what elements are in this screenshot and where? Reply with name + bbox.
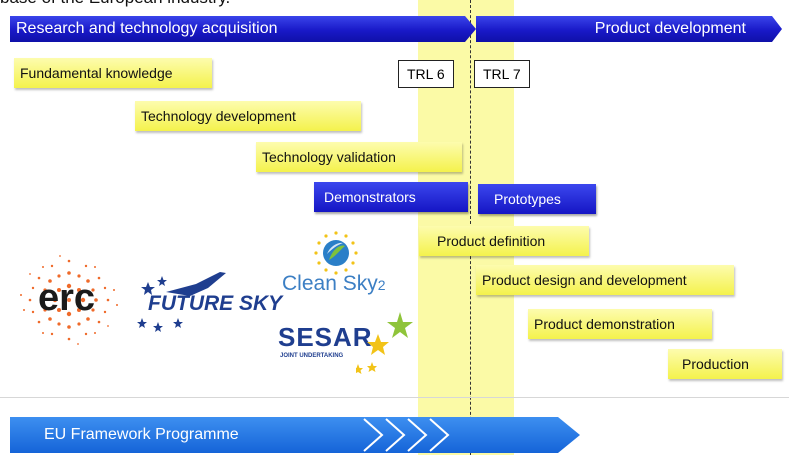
stage-fundamental-knowledge: Fundamental knowledge: [14, 58, 212, 88]
clean-sky-2-logo: Clean Sky2: [282, 230, 392, 300]
trl-7-label: TRL 7: [474, 60, 530, 88]
sesar-subtitle: JOINT UNDERTAKING: [280, 353, 344, 359]
chevron-arrows-icon: [363, 418, 450, 452]
clean-sky-text: Clean Sky2: [282, 272, 386, 296]
plane-stars-icon: [137, 272, 226, 332]
sesar-text: SESAR: [278, 322, 373, 352]
stage-technology-development: Technology development: [135, 101, 361, 131]
erc-dots-icon: [20, 255, 118, 345]
clean-sky-name: Clean Sky: [282, 272, 378, 295]
future-sky-text: FUTURE SKY: [148, 292, 283, 315]
future-sky-logo: FUTURE SKY: [134, 268, 284, 332]
stage-product-demonstration: Product demonstration: [528, 309, 712, 339]
clean-sky-globe-icon: [314, 231, 358, 275]
stage-product-design-development: Product design and development: [476, 265, 734, 295]
erc-logo: erc: [10, 250, 128, 350]
phase-research-bar: Research and technology acquisition: [10, 16, 476, 42]
stage-product-definition: Product definition: [419, 226, 589, 256]
stage-production: Production: [668, 349, 782, 379]
eu-framework-label: EU Framework Programme: [44, 426, 239, 443]
page-caption: base of the European industry.: [0, 0, 230, 8]
erc-logo-text: erc: [38, 277, 96, 319]
sesar-stars-icon: [356, 312, 413, 374]
stage-technology-validation: Technology validation: [256, 142, 462, 172]
phase-product-bar: Product development: [476, 16, 782, 42]
stage-prototypes: Prototypes: [478, 184, 596, 214]
sesar-logo: SESAR JOINT UNDERTAKING: [276, 310, 416, 380]
stage-demonstrators: Demonstrators: [314, 182, 468, 212]
eu-framework-bar: [10, 417, 580, 453]
clean-sky-suffix: 2: [377, 277, 386, 293]
section-divider: [0, 397, 789, 398]
trl-6-label: TRL 6: [398, 60, 454, 88]
